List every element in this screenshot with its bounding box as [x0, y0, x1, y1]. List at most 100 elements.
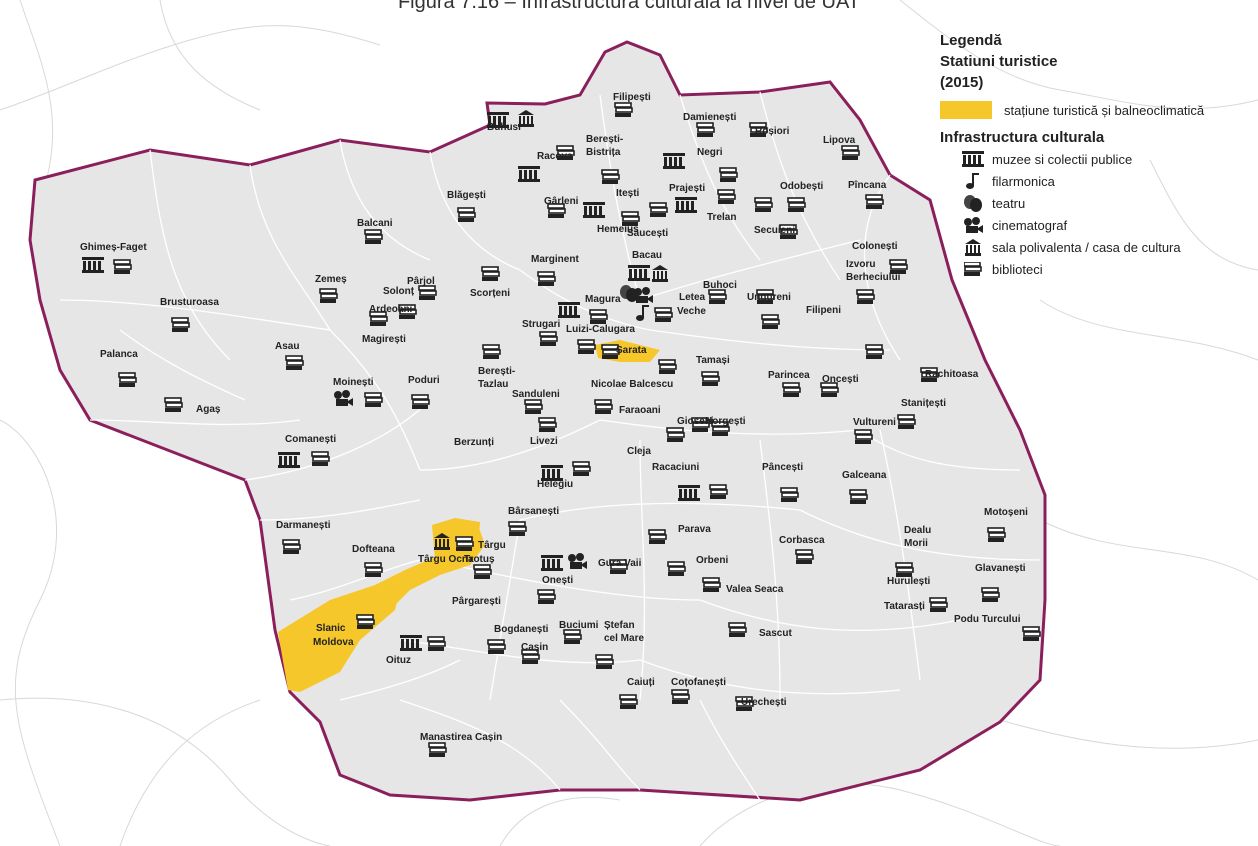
legend-item-theatre: teatru — [940, 192, 1258, 214]
place-label: Strugari — [522, 319, 561, 330]
books-icon — [761, 314, 780, 330]
books-icon — [319, 288, 338, 304]
place-label: Berești- — [478, 366, 515, 377]
legend-item-label: teatru — [992, 195, 1026, 211]
legend-resort-row: stațiune turistică și balneoclimatică — [940, 99, 1258, 121]
books-icon — [457, 207, 476, 223]
place-label: Bârsanești — [508, 506, 559, 517]
place-label: Gârleni — [544, 196, 579, 207]
books-icon — [285, 355, 304, 371]
place-label: Brusturoasa — [160, 297, 219, 308]
books-icon — [171, 317, 190, 333]
place-label: Buciumi — [559, 620, 599, 631]
books-icon — [865, 344, 884, 360]
books-icon — [364, 392, 383, 408]
place-label: Târgu Ocna — [418, 554, 474, 565]
place-label: Colonești — [852, 241, 898, 252]
place-label: Morii — [904, 538, 928, 549]
place-label: Orbeni — [696, 555, 728, 566]
place-label: Rachitoasa — [925, 369, 979, 380]
place-label: Pâncești — [762, 462, 803, 473]
place-label: Pârgarești — [452, 596, 501, 607]
place-label: Hurulești — [887, 576, 931, 587]
legend-section1-title: Statiuni turistice — [940, 53, 1058, 70]
place-label: Vultureni — [853, 417, 896, 428]
books-icon — [473, 564, 492, 580]
place-label: Trotuș — [464, 554, 495, 565]
place-label: Odobești — [780, 181, 824, 192]
place-label: Zemeș — [315, 274, 347, 285]
place-label: Berheciului — [846, 272, 901, 283]
theatre-masks-icon — [962, 194, 984, 212]
books-icon — [563, 629, 582, 645]
legend-section1-year: (2015) — [940, 74, 984, 91]
books-icon — [895, 562, 914, 578]
legend-item-culture-house: sala polivalenta / casa de cultura — [940, 236, 1258, 258]
books-icon — [667, 561, 686, 577]
place-label: Scorțeni — [470, 288, 510, 299]
place-label: Livezi — [530, 436, 558, 447]
place-label: Valea Seaca — [726, 584, 784, 595]
place-label: Ardeoani — [369, 304, 413, 315]
books-icon — [841, 145, 860, 161]
books-icon — [649, 202, 668, 218]
books-icon — [538, 417, 557, 433]
books-icon — [981, 587, 1000, 603]
place-label: Prajești — [669, 183, 705, 194]
books-icon — [589, 309, 608, 325]
books-icon — [1022, 626, 1041, 642]
place-label: Saucești — [627, 228, 668, 239]
place-label: Cleja — [627, 446, 651, 457]
place-label: Tazlau — [478, 379, 508, 390]
books-icon — [455, 536, 474, 552]
museum-icon — [628, 265, 650, 281]
books-icon — [601, 169, 620, 185]
books-icon — [537, 271, 556, 287]
place-label: cel Mare — [604, 633, 644, 644]
place-label: Moldova — [313, 637, 354, 648]
place-label: Asau — [275, 341, 299, 352]
place-label: Moinești — [333, 377, 374, 388]
books-icon — [481, 266, 500, 282]
books-icon — [311, 451, 330, 467]
place-label: Bacau — [632, 250, 662, 261]
museum-icon — [558, 302, 580, 318]
place-label: Oituz — [386, 655, 411, 666]
books-icon — [164, 397, 183, 413]
place-label: Bistrița — [586, 147, 621, 158]
place-label: Tamași — [696, 355, 730, 366]
figure-title: Figura 7.16 – Infrastructura culturala l… — [397, 0, 861, 13]
books-icon — [594, 399, 613, 415]
place-label: Urechești — [741, 697, 787, 708]
place-label: Podu Turcului — [954, 614, 1021, 625]
books-icon — [929, 597, 948, 613]
place-label: Stanițești — [901, 398, 946, 409]
place-label: Filipești — [613, 92, 651, 103]
place-label: Dealu — [904, 525, 931, 536]
place-label: Magura — [585, 294, 621, 305]
place-label: Magirești — [362, 334, 406, 345]
place-label: Manastirea Cașin — [420, 732, 502, 743]
place-label: Berești- — [586, 134, 623, 145]
place-label: Corbasca — [779, 535, 825, 546]
place-label: Parincea — [768, 370, 810, 381]
place-label: Luizi-Calugara — [566, 324, 635, 335]
books-icon — [508, 521, 527, 537]
museum-icon — [962, 150, 984, 168]
books-icon — [411, 394, 430, 410]
books-icon — [717, 189, 736, 205]
books-icon — [537, 589, 556, 605]
place-label: Onești — [542, 575, 573, 586]
books-icon — [418, 285, 437, 301]
place-label: Tatarasți — [884, 601, 925, 612]
books-icon — [539, 331, 558, 347]
books-icon — [820, 382, 839, 398]
books-icon — [487, 639, 506, 655]
books-icon — [113, 259, 132, 275]
books-icon — [619, 694, 638, 710]
legend-section2-title: Infrastructura culturala — [940, 129, 1105, 146]
museum-icon — [278, 452, 300, 468]
place-label: Coțofanești — [671, 677, 726, 688]
place-label: Palanca — [100, 349, 138, 360]
